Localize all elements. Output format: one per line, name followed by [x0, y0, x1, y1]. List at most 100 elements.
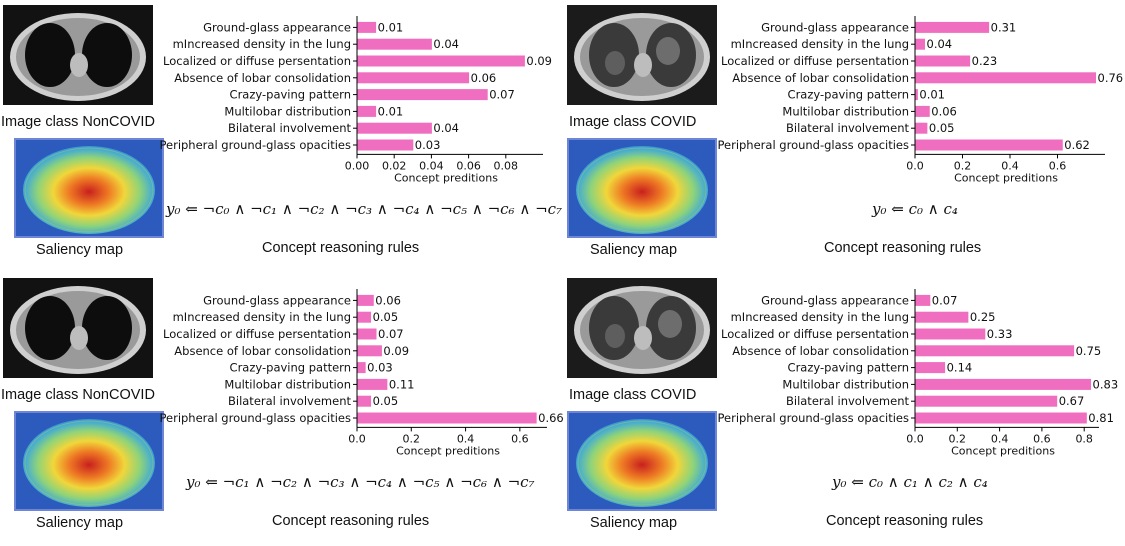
- bar: [357, 311, 372, 323]
- bar: [357, 345, 382, 357]
- concept-panel-2: Image class COVID Saliency map Ground-gl…: [562, 0, 1124, 273]
- saliency-map-label: Saliency map: [590, 242, 678, 258]
- category-label: Localized or diffuse persentation: [163, 327, 351, 341]
- value-label: 0.31: [991, 20, 1017, 34]
- bar: [915, 139, 1063, 151]
- image-class-label: Image class NonCOVID: [1, 114, 155, 130]
- bar: [357, 395, 372, 407]
- x-tick-label: 0.2: [954, 159, 972, 172]
- x-tick-label: 0.4: [1001, 159, 1019, 172]
- category-label: Bilateral involvement: [786, 121, 910, 135]
- bar: [915, 72, 1096, 84]
- category-label: Bilateral involvement: [228, 394, 352, 408]
- bar: [915, 38, 925, 50]
- category-label: Peripheral ground-glass opacities: [717, 138, 909, 152]
- bar: [915, 395, 1058, 407]
- value-label: 0.06: [471, 71, 497, 85]
- image-class-label: Image class NonCOVID: [1, 387, 155, 403]
- value-label: 0.33: [987, 327, 1013, 341]
- category-label: Crazy-paving pattern: [230, 361, 351, 375]
- saliency-map-label: Saliency map: [590, 515, 678, 531]
- concept-panel-1: Image class NonCOVID Saliency map Ground…: [0, 0, 562, 273]
- category-label: Crazy-paving pattern: [230, 88, 351, 102]
- bar: [915, 328, 986, 340]
- category-label: Localized or diffuse persentation: [721, 327, 909, 341]
- ct-slice-graphic: [3, 5, 153, 105]
- category-label: Multilobar distribution: [782, 104, 909, 118]
- x-tick-label: 0.6: [1033, 432, 1051, 445]
- category-label: Crazy-paving pattern: [788, 88, 909, 102]
- value-label: 0.23: [972, 54, 998, 68]
- reasoning-label: Concept reasoning rules: [824, 240, 982, 256]
- category-label: Localized or diffuse persentation: [163, 54, 351, 68]
- value-label: 0.07: [932, 293, 958, 307]
- value-label: 0.01: [919, 88, 945, 102]
- saliency-map-image: [14, 411, 164, 511]
- reasoning-rule: y₀ ⇐ c₀ ∧ c₄: [872, 200, 958, 218]
- category-label: Bilateral involvement: [786, 394, 910, 408]
- category-label: Localized or diffuse persentation: [721, 54, 909, 68]
- bar: [357, 139, 414, 151]
- category-label: Crazy-paving pattern: [788, 361, 909, 375]
- value-label: 0.66: [538, 411, 564, 425]
- category-label: mIncreased density in the lung: [173, 37, 351, 51]
- saliency-map-image: [567, 411, 717, 511]
- bar: [357, 105, 377, 117]
- saliency-heatmap-graphic: [569, 413, 715, 509]
- bar: [357, 21, 377, 33]
- x-tick-label: 0.02: [382, 159, 407, 172]
- value-label: 0.14: [947, 361, 973, 375]
- x-tick-label: 0.6: [1049, 159, 1067, 172]
- bar: [357, 72, 470, 84]
- value-label: 0.76: [1098, 71, 1124, 85]
- value-label: 0.04: [433, 37, 459, 51]
- ct-slice-graphic: [3, 278, 153, 378]
- bar: [915, 412, 1087, 424]
- bar: [915, 122, 928, 134]
- ct-scan-image: [567, 5, 717, 105]
- bar: [915, 55, 971, 67]
- x-tick-label: 0.0: [906, 159, 924, 172]
- reasoning-label: Concept reasoning rules: [262, 240, 420, 256]
- bar: [357, 89, 488, 101]
- ct-scan-image: [567, 278, 717, 378]
- reasoning-label: Concept reasoning rules: [826, 513, 984, 529]
- bar: [357, 38, 432, 50]
- value-label: 0.06: [931, 104, 957, 118]
- bar: [915, 21, 990, 33]
- category-label: mIncreased density in the lung: [731, 37, 909, 51]
- x-tick-label: 0.0: [906, 432, 924, 445]
- category-label: Bilateral involvement: [228, 121, 352, 135]
- bar: [915, 294, 931, 306]
- bar: [915, 378, 1092, 390]
- x-tick-label: 0.00: [345, 159, 370, 172]
- x-tick-label: 0.04: [419, 159, 444, 172]
- x-tick-label: 0.06: [456, 159, 481, 172]
- category-label: Ground-glass appearance: [203, 293, 351, 307]
- saliency-map-image: [567, 138, 717, 238]
- x-axis-label: Concept preditions: [394, 171, 498, 184]
- value-label: 0.81: [1088, 411, 1114, 425]
- value-label: 0.67: [1059, 394, 1085, 408]
- bar: [915, 105, 930, 117]
- reasoning-rule: y₀ ⇐ c₀ ∧ c₁ ∧ c₂ ∧ c₄: [832, 473, 988, 491]
- category-label: Peripheral ground-glass opacities: [159, 411, 351, 425]
- x-axis-label: Concept preditions: [396, 444, 500, 457]
- category-label: mIncreased density in the lung: [731, 310, 909, 324]
- value-label: 0.62: [1064, 138, 1090, 152]
- value-label: 0.03: [367, 361, 393, 375]
- bar: [357, 412, 537, 424]
- saliency-heatmap-graphic: [569, 140, 715, 236]
- bar: [357, 328, 377, 340]
- saliency-heatmap-graphic: [16, 413, 162, 509]
- x-tick-label: 0.2: [403, 432, 421, 445]
- ct-scan-image: [3, 5, 153, 105]
- value-label: 0.75: [1076, 344, 1102, 358]
- category-label: Ground-glass appearance: [203, 20, 351, 34]
- reasoning-rule: y₀ ⇐ ¬c₀ ∧ ¬c₁ ∧ ¬c₂ ∧ ¬c₃ ∧ ¬c₄ ∧ ¬c₅ ∧…: [166, 200, 563, 218]
- x-tick-label: 0.4: [457, 432, 475, 445]
- category-label: Peripheral ground-glass opacities: [717, 411, 909, 425]
